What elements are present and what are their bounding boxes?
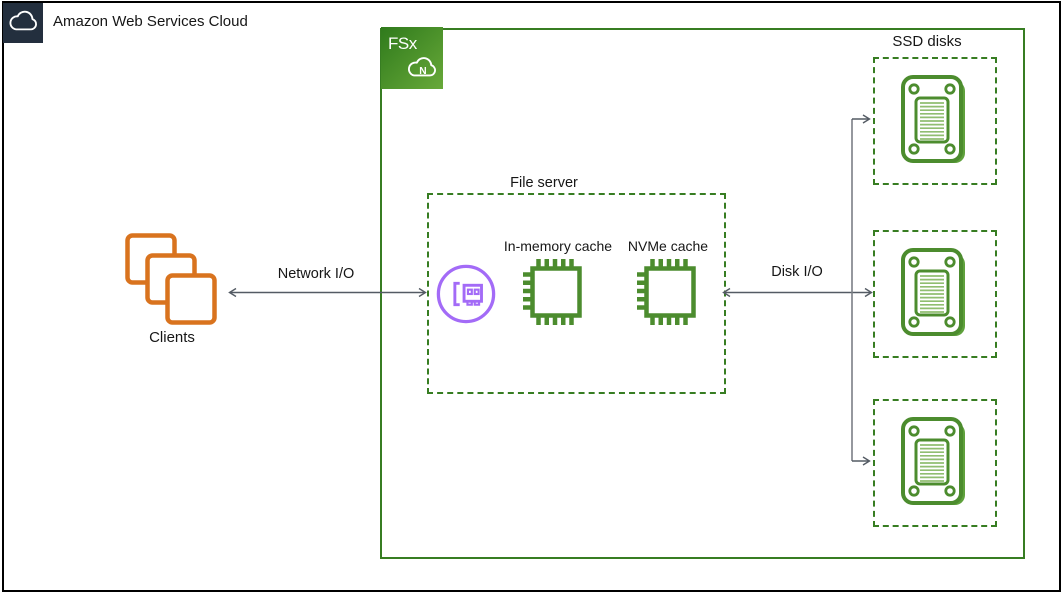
nvme-cache-icon (636, 258, 704, 326)
ssd-disk-icon (901, 75, 967, 165)
ssd-disk-box-2 (873, 230, 997, 358)
ssd-disks-label: SSD disks (892, 33, 962, 50)
aws-cloud-icon (3, 3, 43, 43)
ssd-disk-box-1 (873, 57, 997, 185)
network-interface-card-icon (436, 264, 496, 324)
aws-cloud-glyph (9, 10, 37, 31)
network-io-label: Network I/O (277, 266, 355, 282)
fsx-cloud-n-glyph: N (408, 57, 436, 77)
nvme-cache-label: NVMe cache (627, 238, 709, 254)
fsx-icon-label: FSx (388, 34, 417, 53)
file-server-label: File server (510, 175, 578, 191)
disk-io-label: Disk I/O (771, 264, 823, 280)
fsx-netapp-ontap-icon: FSx N (381, 27, 443, 89)
clients-icon (125, 233, 217, 325)
clients-label: Clients (149, 329, 195, 346)
ssd-disk-icon (901, 248, 967, 338)
in-memory-cache-label: In-memory cache (503, 238, 613, 254)
ssd-disk-box-3 (873, 399, 997, 527)
in-memory-cache-icon (522, 258, 590, 326)
ssd-disk-icon (901, 417, 967, 507)
aws-cloud-title: Amazon Web Services Cloud (53, 13, 248, 30)
fsx-cloud-letter: N (419, 66, 426, 77)
